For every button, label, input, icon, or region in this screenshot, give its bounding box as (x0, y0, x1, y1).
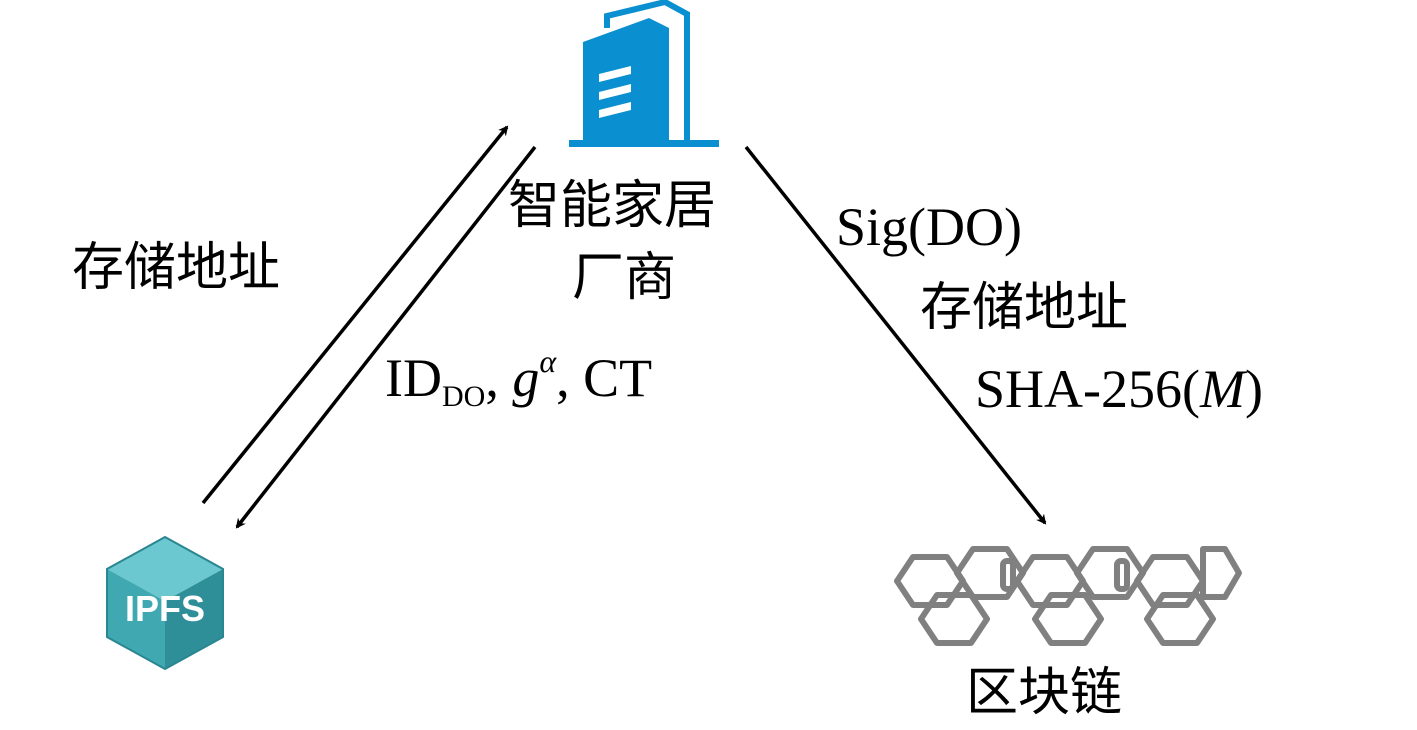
ipfs-to-manufacturer-label: 存储地址 (72, 238, 281, 298)
sha-suffix: ) (1244, 359, 1263, 419)
sha-label: SHA-256(M) (975, 362, 1263, 416)
sig-label: Sig(DO) (836, 197, 1022, 257)
arrow-ipfs-to-manufacturer (201, 125, 509, 505)
sha-prefix: SHA-256( (975, 359, 1200, 419)
manufacturer-label-line2: 厂商 (572, 248, 677, 308)
arrow-manufacturer-to-ipfs (235, 145, 537, 529)
id-subscript: DO (441, 380, 486, 413)
right-address-label: 存储地址 (920, 278, 1129, 338)
ipfs-icon-text: IPFS (125, 588, 205, 629)
blockchain-label: 区块链 (966, 663, 1123, 723)
ipfs-cube-icon: IPFS (106, 535, 224, 671)
building-icon (569, 0, 719, 147)
separator: , (485, 348, 499, 408)
alpha-superscript: α (539, 343, 557, 379)
separator: , (556, 348, 570, 408)
manufacturer-to-ipfs-label: IDDO, gα, CT (385, 345, 652, 412)
sha-var: M (1200, 359, 1245, 419)
arrow-manufacturer-to-blockchain (744, 145, 1047, 525)
id-text: ID (385, 348, 442, 408)
blockchain-chain-icon (894, 546, 1242, 646)
ct-text: CT (583, 348, 653, 408)
manufacturer-label-line1: 智能家居 (508, 176, 717, 236)
g-var: g (512, 348, 540, 408)
